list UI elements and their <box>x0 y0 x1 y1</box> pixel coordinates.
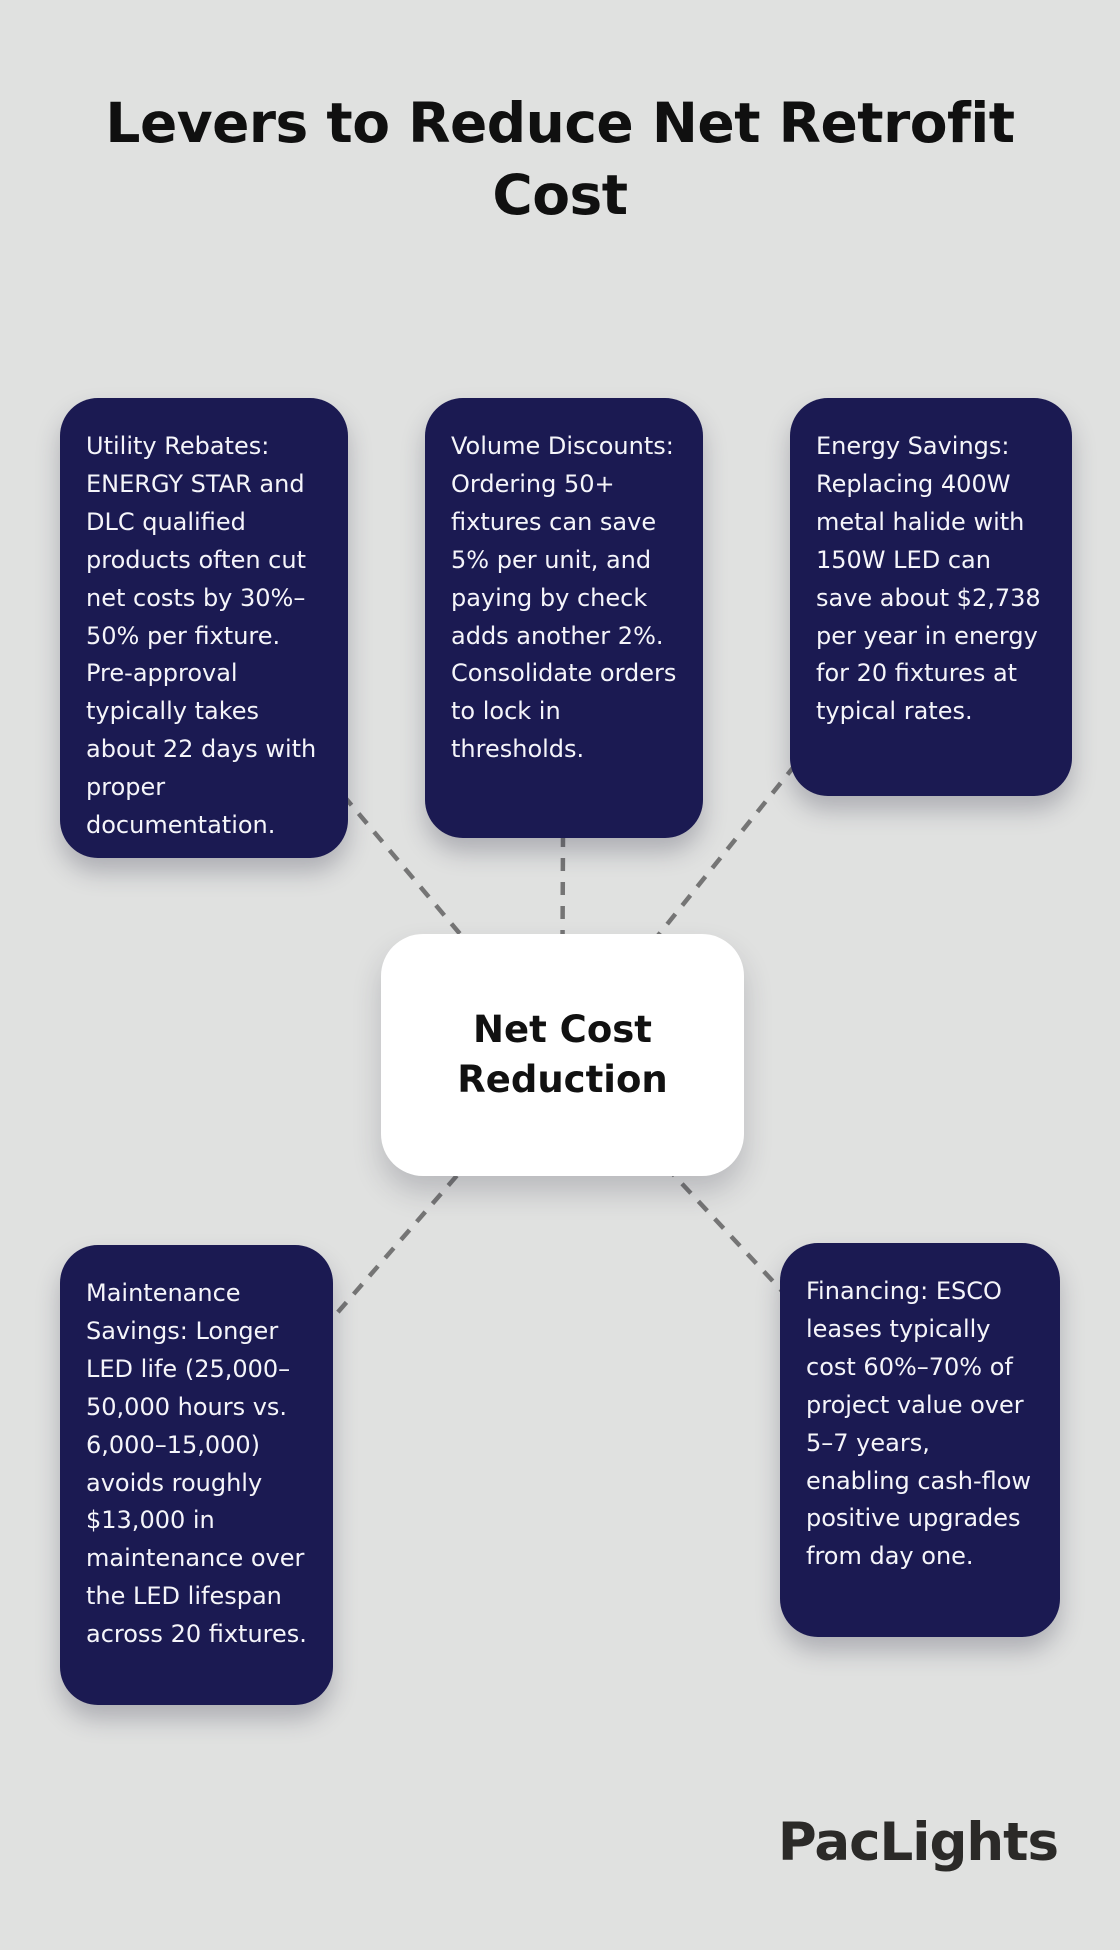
node-volume-discounts: Volume Discounts: Ordering 50+ fixtures … <box>425 398 703 838</box>
node-utility-rebates: Utility Rebates: ENERGY STAR and DLC qua… <box>60 398 348 858</box>
node-financing-text: Financing: ESCO leases typically cost 60… <box>806 1277 1032 1571</box>
page-title: Levers to Reduce Net Retrofit Cost <box>105 91 1015 227</box>
center-node-net-cost-reduction: Net Cost Reduction <box>381 934 744 1176</box>
node-utility-rebates-text: Utility Rebates: ENERGY STAR and DLC qua… <box>86 432 317 840</box>
node-volume-discounts-text: Volume Discounts: Ordering 50+ fixtures … <box>451 432 677 764</box>
node-energy-savings: Energy Savings: Replacing 400W metal hal… <box>790 398 1072 796</box>
node-maintenance-savings: Maintenance Savings: Longer LED life (25… <box>60 1245 333 1705</box>
node-financing: Financing: ESCO leases typically cost 60… <box>780 1243 1060 1637</box>
center-node-label: Net Cost Reduction <box>457 1008 668 1101</box>
node-energy-savings-text: Energy Savings: Replacing 400W metal hal… <box>816 432 1041 726</box>
node-maintenance-savings-text: Maintenance Savings: Longer LED life (25… <box>86 1279 307 1649</box>
paclights-logo: PacLights <box>777 1812 1059 1873</box>
